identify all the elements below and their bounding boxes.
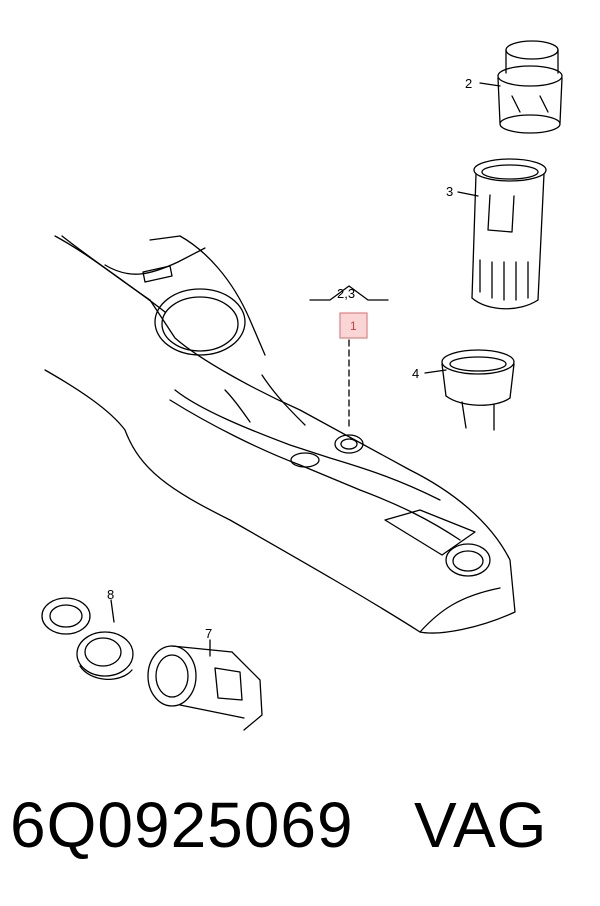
exploded-parts-diagram: 2 3 4 8 7 2,3 1: [41, 40, 563, 731]
callout-2: 2: [465, 76, 472, 91]
callout-4: 4: [412, 366, 419, 381]
callout-8: 8: [107, 587, 114, 602]
highlight-box-1: [339, 312, 368, 339]
callout-1: 1: [350, 319, 357, 333]
brand-label: VAG: [414, 789, 548, 861]
part-7-power-socket: [147, 645, 263, 731]
part-2-cigarette-lighter-plug: [497, 40, 563, 134]
callout-2-3: 2,3: [337, 286, 355, 301]
callout-7: 7: [205, 626, 212, 641]
center-console: [44, 235, 516, 634]
part-8-socket-cap: [41, 597, 134, 681]
part-number: 6Q0925069: [10, 789, 354, 861]
callout-3: 3: [446, 184, 453, 199]
part-3-lighter-housing: [471, 158, 547, 310]
part-4-retaining-ring: [441, 349, 515, 431]
